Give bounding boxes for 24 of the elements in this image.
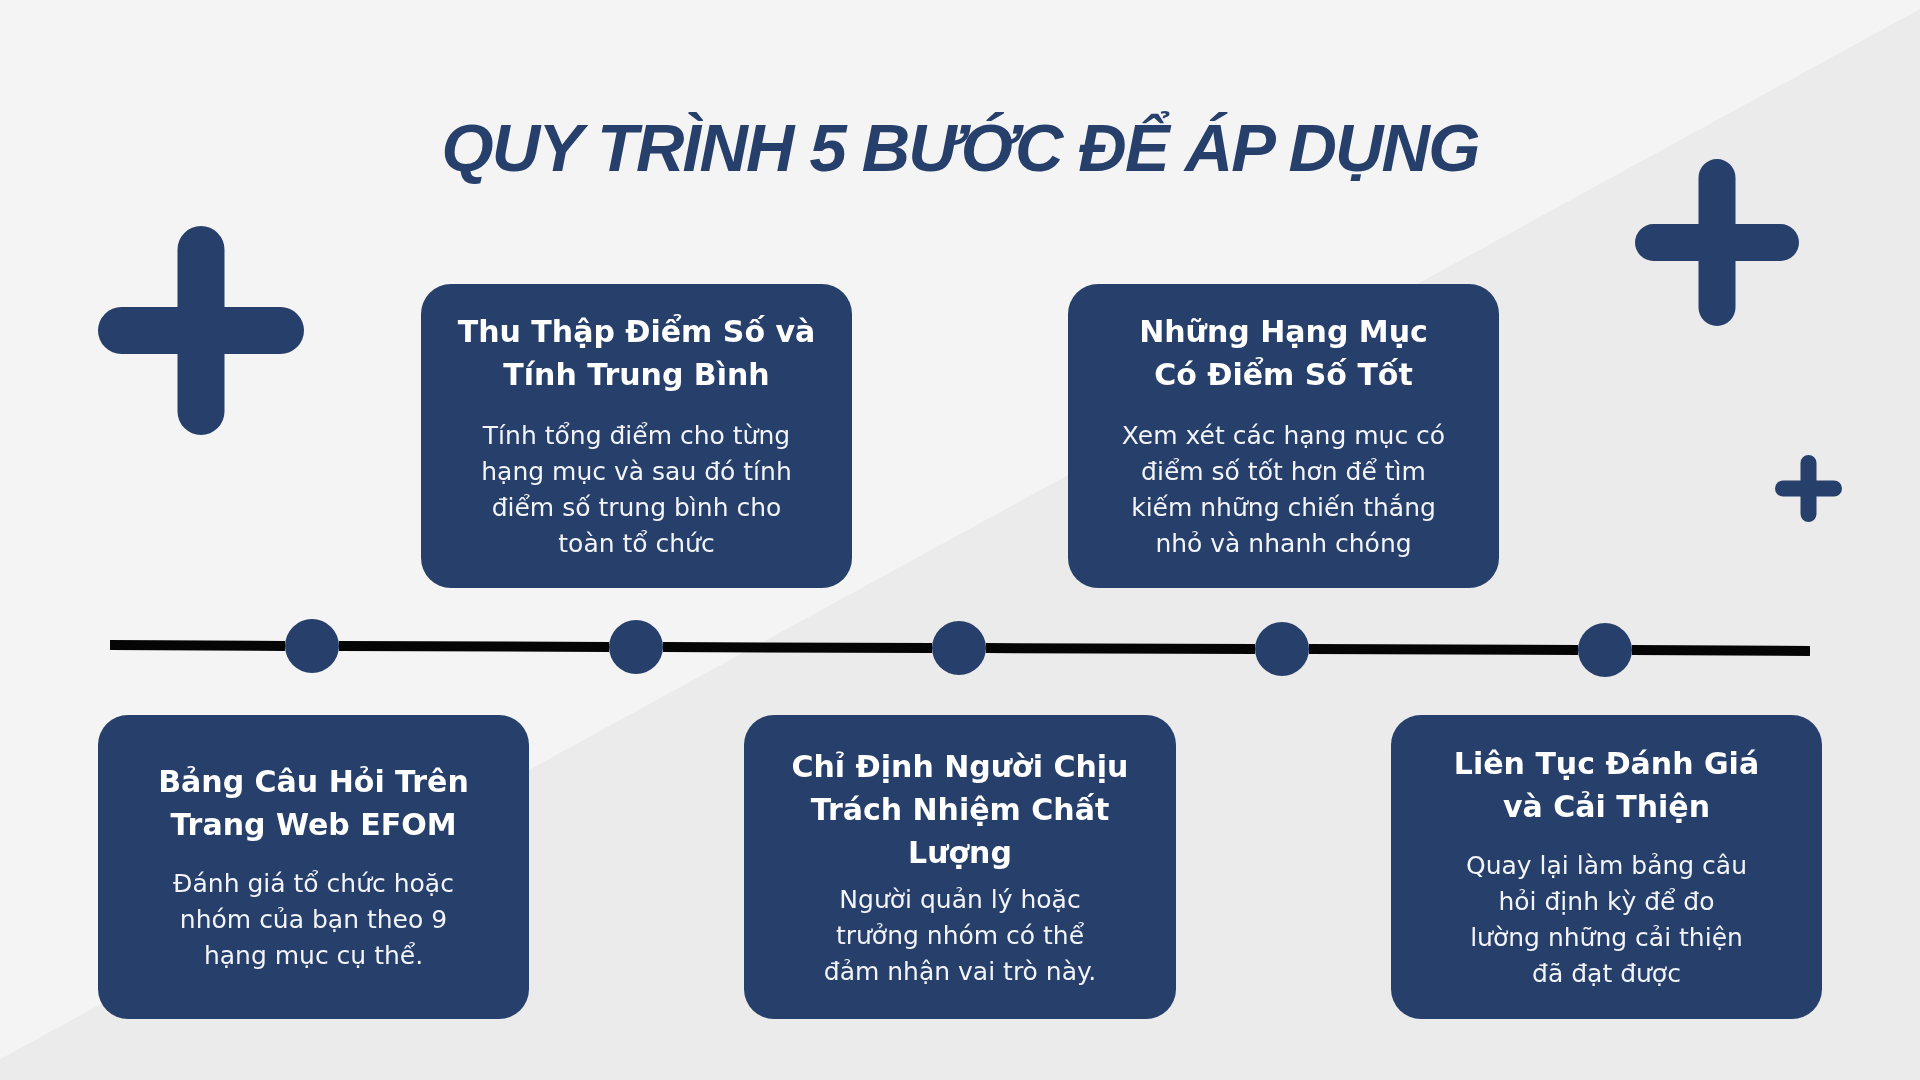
step-heading: Bảng Câu Hỏi Trên Trang Web EFOM bbox=[157, 763, 470, 844]
timeline-line bbox=[339, 641, 609, 652]
timeline-line bbox=[986, 643, 1255, 654]
timeline-line bbox=[1309, 644, 1578, 655]
step-description: Quay lại làm bảng câu hỏi định kỳ để đo lường những cải thiện đã đạt được bbox=[1464, 850, 1749, 990]
step-heading: Những Hạng Mục Có Điểm Số Tốt bbox=[1138, 313, 1429, 394]
step-card bbox=[1391, 715, 1822, 1019]
step-description: Đánh giá tổ chức hoặc nhóm của bạn theo 9 hạng mục cụ thể. bbox=[172, 868, 455, 972]
timeline-dot bbox=[285, 619, 339, 673]
timeline-line bbox=[109, 640, 286, 651]
timeline-line bbox=[663, 642, 932, 653]
step-card bbox=[421, 284, 852, 588]
step-card bbox=[744, 715, 1176, 1019]
timeline-line bbox=[1631, 645, 1810, 656]
step-description: Người quản lý hoặc trưởng nhóm có thể đảm nhận vai trò này. bbox=[822, 883, 1098, 988]
step-card bbox=[98, 715, 529, 1019]
step-description: Tính tổng điểm cho từng hạng mục và sau đó tính điểm số trung bình cho toàn tổ chức bbox=[480, 420, 793, 560]
step-description: Xem xét các hạng mục có điểm số tốt hơn để tìm kiếm những chiến thắng nhỏ và nhanh chóng bbox=[1120, 420, 1447, 560]
step-heading: Thu Thập Điểm Số và Tính Trung Bình bbox=[456, 313, 817, 394]
step-heading: Liên Tục Đánh Giá và Cải Thiện bbox=[1452, 745, 1761, 826]
diagram-title: QUY TRÌNH 5 BƯỚC ĐỂ ÁP DỤNG bbox=[441, 110, 1479, 186]
step-heading: Chỉ Định Người Chịu Trách Nhiệm Chất Lượng bbox=[790, 747, 1130, 872]
step-card bbox=[1068, 284, 1499, 588]
timeline-dot bbox=[609, 620, 663, 674]
